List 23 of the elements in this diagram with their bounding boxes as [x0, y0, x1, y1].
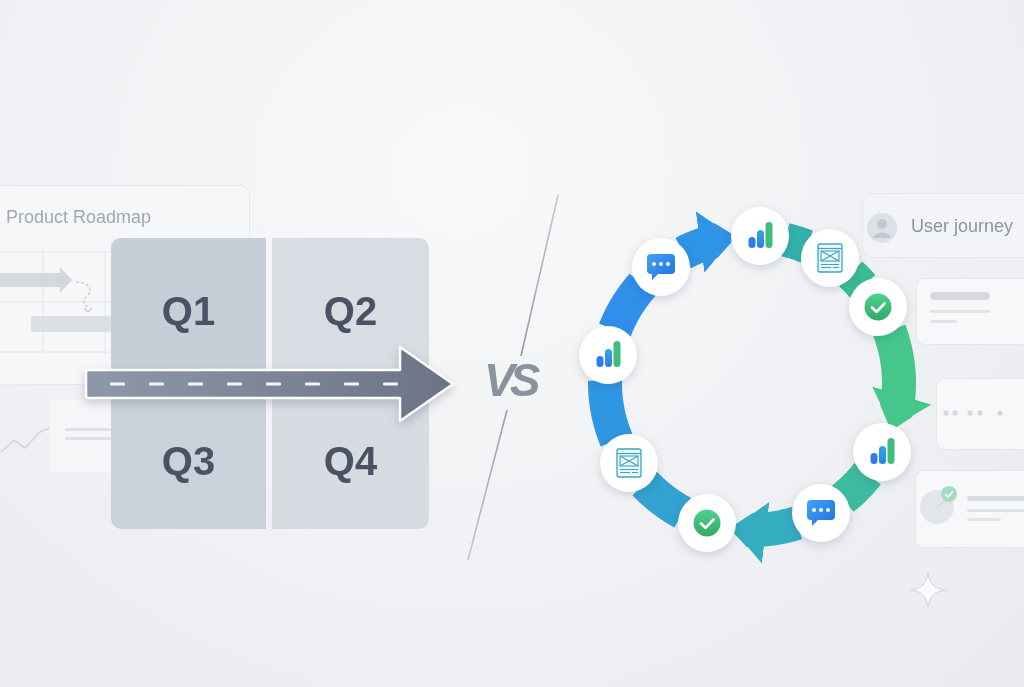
check-icon [677, 493, 736, 552]
card-title: User journey [911, 215, 1014, 237]
quarter-label: Q4 [323, 437, 378, 484]
quarter-cell [111, 398, 266, 529]
wireframe-icon [800, 229, 859, 288]
quarter-cell [111, 238, 266, 370]
check-icon [849, 278, 907, 337]
quarter-cell [272, 398, 429, 529]
quarter-label: Q3 [161, 437, 216, 484]
wireframe-icon [599, 434, 658, 493]
bar-chart-icon [730, 207, 789, 266]
journey-card [862, 193, 1024, 258]
connector-band [829, 460, 882, 513]
bar-chart-icon [852, 423, 911, 481]
quarter-label: Q1 [161, 288, 216, 334]
chat-icon [632, 238, 691, 297]
bar-chart-icon [578, 325, 637, 384]
quarter-cell [272, 238, 429, 370]
chat-icon [792, 483, 850, 542]
roadmap-card [0, 185, 250, 238]
card-title: Product Roadmap [6, 206, 152, 228]
quarter-label: Q2 [323, 288, 378, 334]
comparison-label: VS [484, 357, 538, 403]
